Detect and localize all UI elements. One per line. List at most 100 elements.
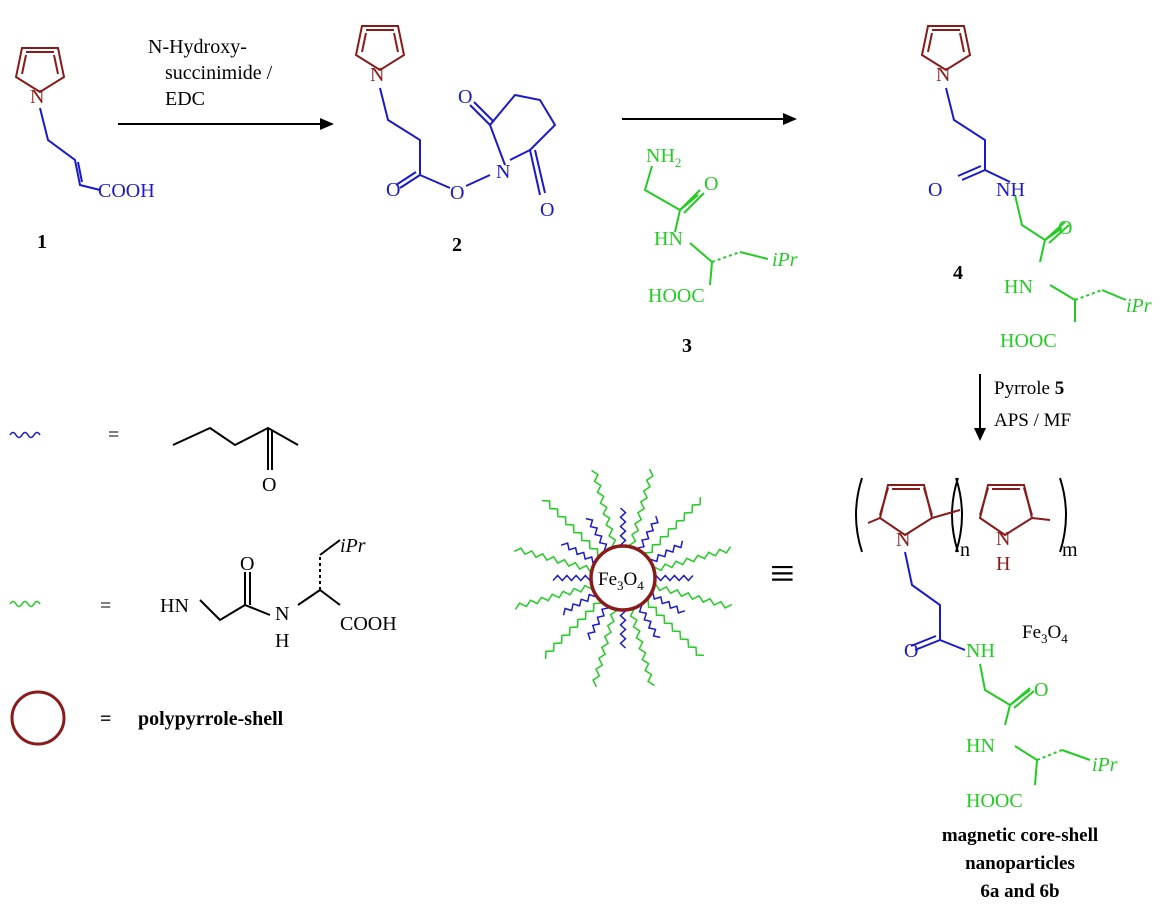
caption-line-2: nanoparticles: [965, 853, 1075, 874]
blue-wavy-chain: [560, 542, 594, 564]
ketone-structure: [172, 426, 299, 447]
pyrrole-ring-4: [920, 25, 972, 72]
polymer-hooc: HOOC: [966, 790, 1023, 812]
legend: = O = HN O N H COOH iPr = polypyrrole-sh…: [9, 424, 397, 746]
compound-3-ipr: iPr: [772, 249, 798, 271]
polymer-n2: N: [996, 528, 1010, 550]
shell-circle-symbol: [10, 690, 66, 746]
compound-3-hn: HN: [654, 228, 683, 250]
polymer-nh: NH: [966, 640, 995, 662]
legend-equals-3: =: [100, 708, 111, 730]
legend-peptide-h: H: [275, 630, 289, 652]
green-wavy-chain: [513, 547, 592, 573]
compound-2-n-succinimide: N: [496, 161, 510, 183]
green-wavy-chain: [544, 602, 602, 660]
legend-peptide-hn: HN: [160, 595, 189, 617]
blue-wavy-chain: [585, 517, 608, 551]
ketone-o: O: [262, 474, 276, 496]
compound-3: NH2 O HN iPr HOOC 3: [643, 145, 798, 357]
compound-4: N O NH O HN iPr HOOC 4: [920, 25, 1152, 352]
nanoparticle-shell: [589, 544, 657, 612]
green-wavy-chain: [629, 608, 655, 687]
legend-peptide-n: N: [275, 603, 289, 625]
polymer-ipr: iPr: [1092, 754, 1118, 776]
green-wavy-line-symbol: [9, 600, 41, 608]
peptide-4: [1014, 194, 1127, 322]
compound-4-hooc: HOOC: [1000, 330, 1057, 352]
propanoic-chain-1: [39, 107, 101, 191]
green-wavy-chain: [647, 599, 705, 657]
polymer-o-peptide: O: [1034, 679, 1048, 701]
peptide-structure: [199, 539, 341, 622]
compound-2-o-carbonyl: O: [386, 179, 400, 201]
compound-2: N O O N O O 2: [354, 25, 557, 256]
polymer-o-amide: O: [904, 640, 918, 662]
blue-wavy-chain: [619, 507, 627, 546]
blue-wavy-chain: [619, 610, 627, 649]
blue-wavy-line-symbol: [9, 431, 41, 439]
compound-4-hn: HN: [1004, 276, 1033, 298]
green-wavy-chain: [644, 496, 702, 554]
bracket-n-right: [955, 477, 963, 553]
compound-2-o-imide-top: O: [458, 86, 472, 108]
compound-3-o: O: [704, 173, 718, 195]
ester-linker-2: [379, 87, 557, 196]
nanoparticle-core-label: Fe3O4: [598, 569, 644, 593]
legend-shell-label: polypyrrole-shell: [138, 708, 284, 730]
legend-peptide-ipr: iPr: [340, 535, 366, 557]
green-wavy-chain: [628, 468, 654, 547]
green-wavy-chain: [514, 584, 593, 610]
pyrrole-ring-2: [354, 25, 406, 72]
compound-4-n: N: [936, 64, 950, 86]
bracket-m-left: [951, 477, 959, 553]
caption-line-1: magnetic core-shell: [942, 825, 1098, 846]
blue-wavy-chain: [655, 574, 694, 582]
polymer-hn: HN: [966, 735, 995, 757]
legend-equals-1: =: [108, 424, 119, 446]
blue-wavy-chain: [652, 592, 686, 614]
product-caption: magnetic core-shell nanoparticles 6a and…: [942, 825, 1098, 902]
step-1-reagent-line3: EDC: [165, 88, 205, 110]
polymer-ring-1: [867, 484, 961, 537]
dipeptide-3: [643, 165, 769, 286]
compound-2-o-imide-bottom: O: [540, 199, 554, 221]
nanoparticle: Fe3O4: [513, 468, 733, 688]
compound-4-label: 4: [953, 262, 963, 284]
green-wavy-chain: [541, 499, 599, 557]
compound-1: N COOH 1: [14, 47, 155, 253]
blue-wavy-chain: [587, 607, 609, 641]
green-wavy-chain: [592, 609, 618, 688]
compound-1-cooh: COOH: [98, 180, 155, 202]
green-wavy-chain: [591, 469, 617, 548]
compound-1-n: N: [30, 86, 44, 108]
linker-4: [945, 87, 1011, 183]
step-2-arrow: [622, 113, 797, 125]
compound-2-n-pyrrole: N: [370, 64, 384, 86]
compound-4-nh: NH: [996, 179, 1025, 201]
polymer-linker: [904, 551, 966, 651]
polypyrrole-polymer: N n N H m O NH Fe3O4 O HN iPr HOOC: [855, 477, 1118, 812]
pyrrole-ring-1: [14, 47, 66, 94]
compound-4-o-peptide: O: [1058, 217, 1072, 239]
blue-wavy-chain: [650, 540, 684, 563]
polymer-n1: N: [896, 529, 910, 551]
blue-wavy-chain: [638, 605, 661, 639]
caption-line-3: 6a and 6b: [980, 881, 1059, 902]
step-1-reagent-line1: N-Hydroxy-: [148, 36, 247, 58]
compound-3-label: 3: [682, 335, 692, 357]
green-wavy-chain: [653, 546, 732, 572]
polymer-fe3o4-label: Fe3O4: [1022, 622, 1068, 646]
equivalence-symbol: ≡: [770, 549, 795, 598]
legend-peptide-cooh: COOH: [340, 613, 397, 635]
nanoparticle-chains: [513, 468, 733, 688]
bracket-n-left: [855, 477, 863, 553]
bracket-m-right: [1059, 477, 1067, 553]
polymer-peptide: [979, 663, 1091, 786]
blue-wavy-chain: [552, 574, 591, 582]
step-3-conditions: APS / MF: [994, 410, 1071, 431]
step-3-reagent: Pyrrole 5: [994, 378, 1064, 399]
step-3-arrow: Pyrrole 5 APS / MF: [974, 374, 1071, 441]
compound-4-ipr: iPr: [1126, 295, 1152, 317]
blue-wavy-chain: [637, 515, 659, 549]
